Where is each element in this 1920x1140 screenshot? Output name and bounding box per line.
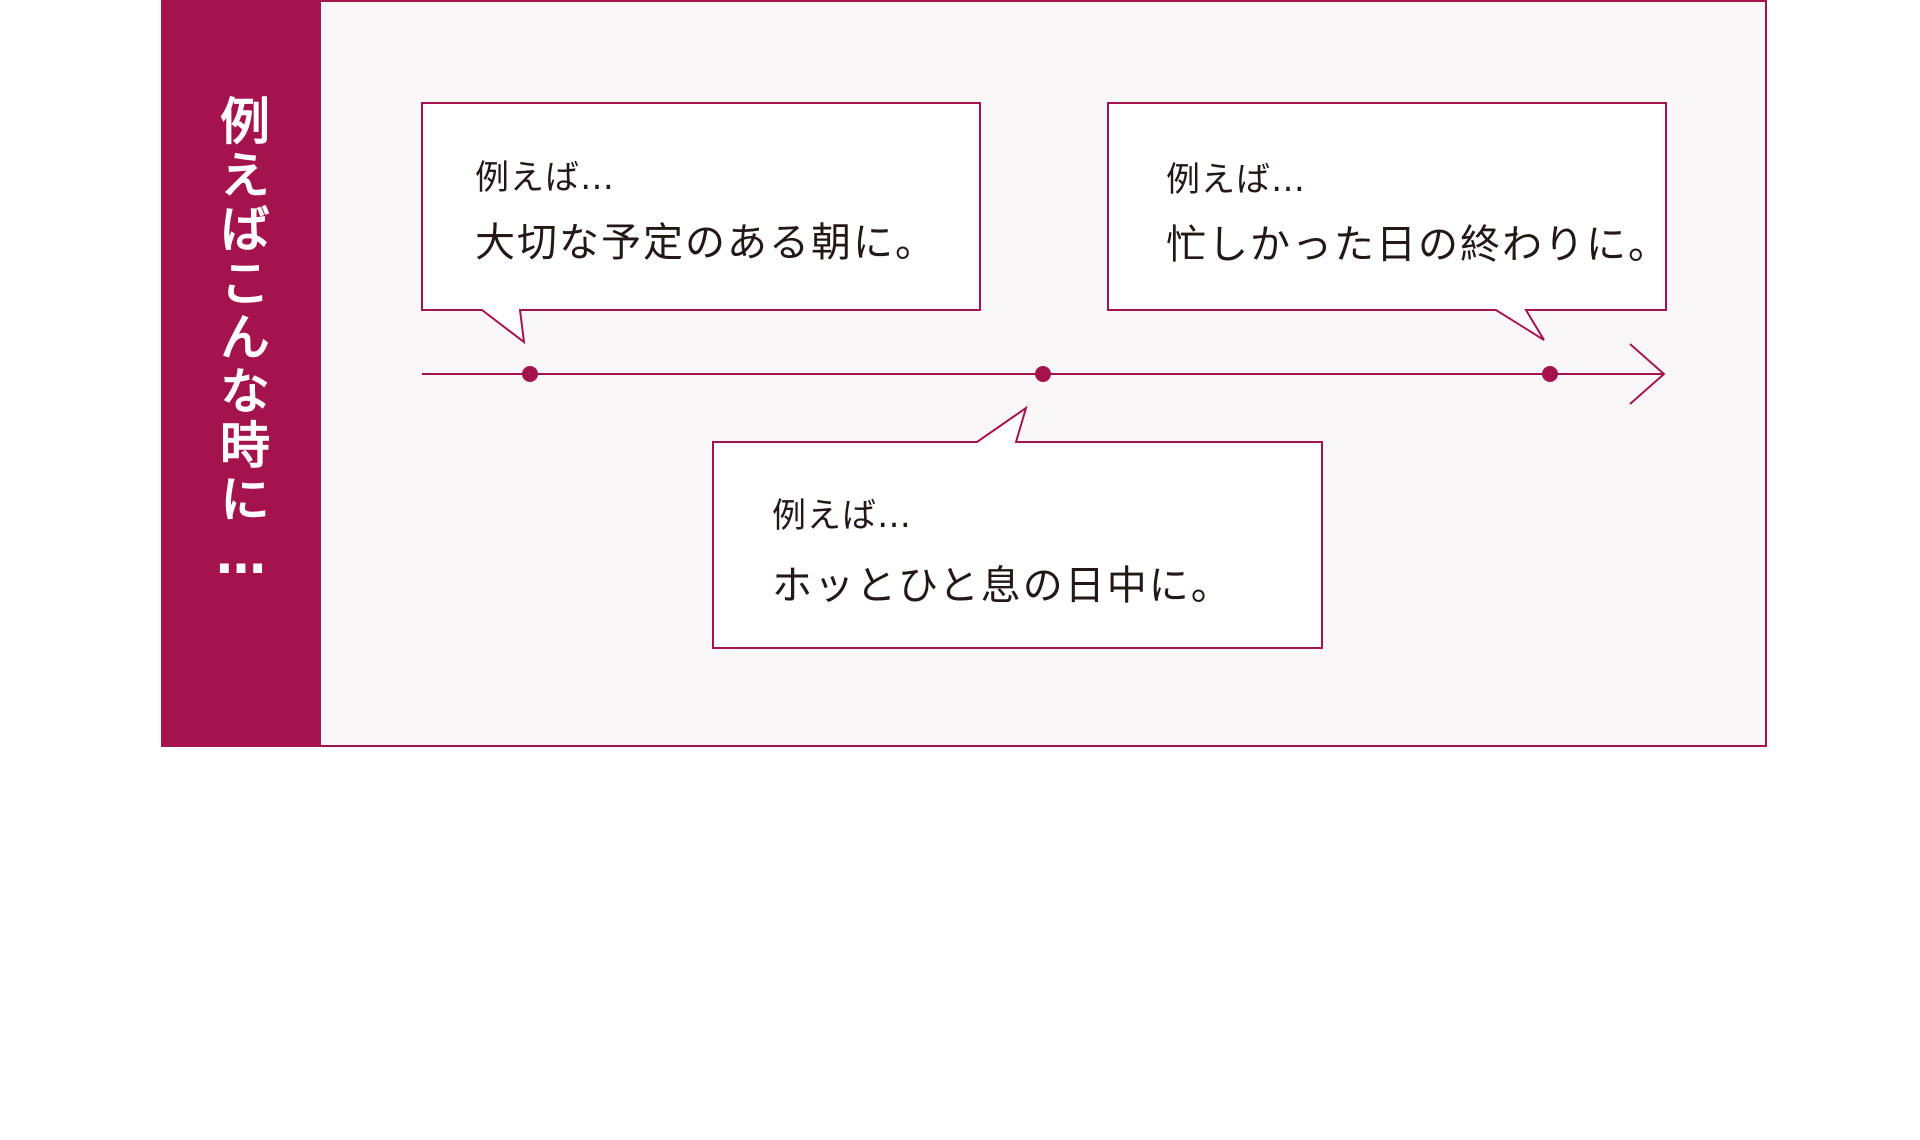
timeline-point-daytime bbox=[1035, 366, 1051, 382]
side-band bbox=[161, 0, 321, 747]
bubble-text-evening: 忙しかった日の終わりに。 bbox=[1166, 222, 1670, 268]
side-title: 例えばこんな時に… bbox=[212, 95, 270, 589]
bubble-text-daytime: ホッとひと息の日中に。 bbox=[772, 563, 1233, 609]
timeline-point-morning bbox=[522, 366, 538, 382]
speech-bubble-evening bbox=[1107, 102, 1667, 341]
timeline-point-evening bbox=[1542, 366, 1558, 382]
bubble-intro-evening: 例えば… bbox=[1166, 160, 1306, 200]
bubble-intro-morning: 例えば… bbox=[475, 158, 615, 198]
timeline-arrow-head bbox=[1629, 343, 1666, 405]
bubble-text-morning: 大切な予定のある朝に。 bbox=[475, 220, 937, 266]
bubble-shape-morning bbox=[421, 102, 981, 345]
bubble-shape-evening bbox=[1107, 102, 1667, 341]
speech-bubble-morning bbox=[421, 102, 981, 345]
speech-bubble-daytime bbox=[712, 405, 1323, 649]
bubble-intro-daytime: 例えば… bbox=[772, 496, 912, 536]
bubble-shape-daytime bbox=[712, 405, 1323, 649]
